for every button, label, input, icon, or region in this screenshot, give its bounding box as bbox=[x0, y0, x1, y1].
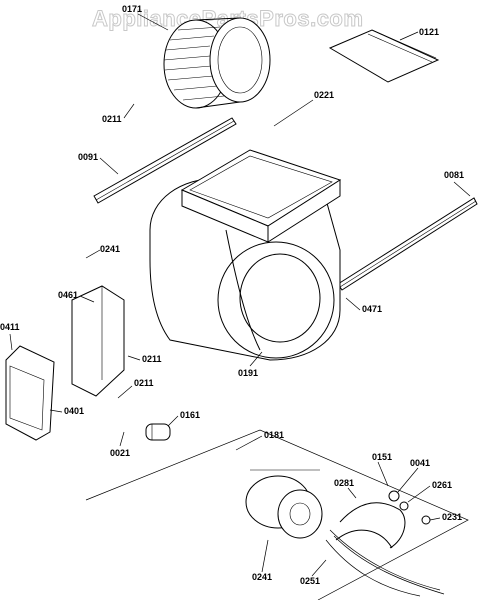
label-0041[interactable]: 0041 bbox=[397, 458, 430, 493]
svg-text:0211: 0211 bbox=[102, 114, 122, 124]
svg-text:0211: 0211 bbox=[142, 354, 162, 364]
svg-text:0461: 0461 bbox=[58, 290, 78, 300]
motor-mount[interactable] bbox=[335, 502, 406, 549]
svg-text:0211: 0211 bbox=[134, 378, 154, 388]
label-0241-bottom[interactable]: 0241 bbox=[252, 539, 272, 582]
label-0401[interactable]: 0401 bbox=[49, 406, 84, 416]
svg-text:0241: 0241 bbox=[100, 244, 120, 254]
control-board[interactable] bbox=[5, 345, 55, 441]
housing-top-frame[interactable] bbox=[180, 149, 342, 243]
label-0121[interactable]: 0121 bbox=[399, 27, 439, 41]
svg-text:0231: 0231 bbox=[442, 512, 462, 522]
svg-text:0241: 0241 bbox=[252, 572, 272, 582]
svg-text:0191: 0191 bbox=[238, 368, 258, 378]
side-rail-left[interactable] bbox=[93, 117, 237, 204]
label-0181[interactable]: 0181 bbox=[235, 430, 284, 451]
svg-text:0081: 0081 bbox=[444, 170, 464, 180]
svg-text:0021: 0021 bbox=[110, 448, 130, 458]
label-0221[interactable]: 0221 bbox=[273, 90, 334, 127]
svg-text:0261: 0261 bbox=[432, 480, 452, 490]
blower-wheel[interactable] bbox=[163, 17, 271, 109]
svg-text:0121: 0121 bbox=[419, 27, 439, 37]
wiring-harness[interactable] bbox=[325, 529, 445, 597]
cover-plate[interactable] bbox=[328, 29, 440, 83]
label-0081[interactable]: 0081 bbox=[444, 170, 471, 197]
label-0161[interactable]: 0161 bbox=[167, 410, 200, 427]
label-0471[interactable]: 0471 bbox=[345, 297, 382, 314]
svg-text:0041: 0041 bbox=[410, 458, 430, 468]
svg-text:0471: 0471 bbox=[362, 304, 382, 314]
label-0171[interactable]: 0171 bbox=[122, 4, 169, 31]
capacitor[interactable] bbox=[145, 423, 171, 441]
side-rail-right[interactable] bbox=[337, 197, 478, 291]
svg-text:0151: 0151 bbox=[372, 452, 392, 462]
label-0211-mid[interactable]: 0211 bbox=[127, 354, 162, 364]
label-0231[interactable]: 0231 bbox=[429, 512, 462, 522]
label-0021[interactable]: 0021 bbox=[110, 431, 130, 458]
bolt-0041[interactable] bbox=[388, 490, 400, 502]
svg-text:0401: 0401 bbox=[64, 406, 84, 416]
label-0191[interactable]: 0191 bbox=[238, 351, 263, 378]
label-0261[interactable]: 0261 bbox=[407, 480, 452, 503]
bolt-0261[interactable] bbox=[399, 501, 409, 511]
svg-text:0251: 0251 bbox=[300, 576, 320, 586]
svg-text:0181: 0181 bbox=[264, 430, 284, 440]
bolt-0231[interactable] bbox=[421, 515, 431, 525]
svg-text:0171: 0171 bbox=[122, 4, 142, 14]
label-0211-top[interactable]: 0211 bbox=[102, 103, 135, 124]
blower-motor[interactable] bbox=[245, 469, 323, 539]
control-bracket[interactable] bbox=[71, 285, 125, 397]
svg-text:0411: 0411 bbox=[0, 322, 20, 332]
label-0411[interactable]: 0411 bbox=[0, 322, 20, 351]
label-0211-low[interactable]: 0211 bbox=[117, 378, 154, 399]
label-0151[interactable]: 0151 bbox=[372, 452, 392, 487]
label-0091[interactable]: 0091 bbox=[78, 152, 119, 175]
label-0281[interactable]: 0281 bbox=[334, 478, 357, 499]
motor-assembly-outline bbox=[85, 429, 469, 600]
label-0241-top[interactable]: 0241 bbox=[85, 244, 120, 259]
label-0461[interactable]: 0461 bbox=[58, 290, 95, 303]
svg-text:0161: 0161 bbox=[180, 410, 200, 420]
svg-text:0281: 0281 bbox=[334, 478, 354, 488]
svg-text:0221: 0221 bbox=[314, 90, 334, 100]
label-0251[interactable]: 0251 bbox=[300, 559, 327, 586]
svg-text:0091: 0091 bbox=[78, 152, 98, 162]
